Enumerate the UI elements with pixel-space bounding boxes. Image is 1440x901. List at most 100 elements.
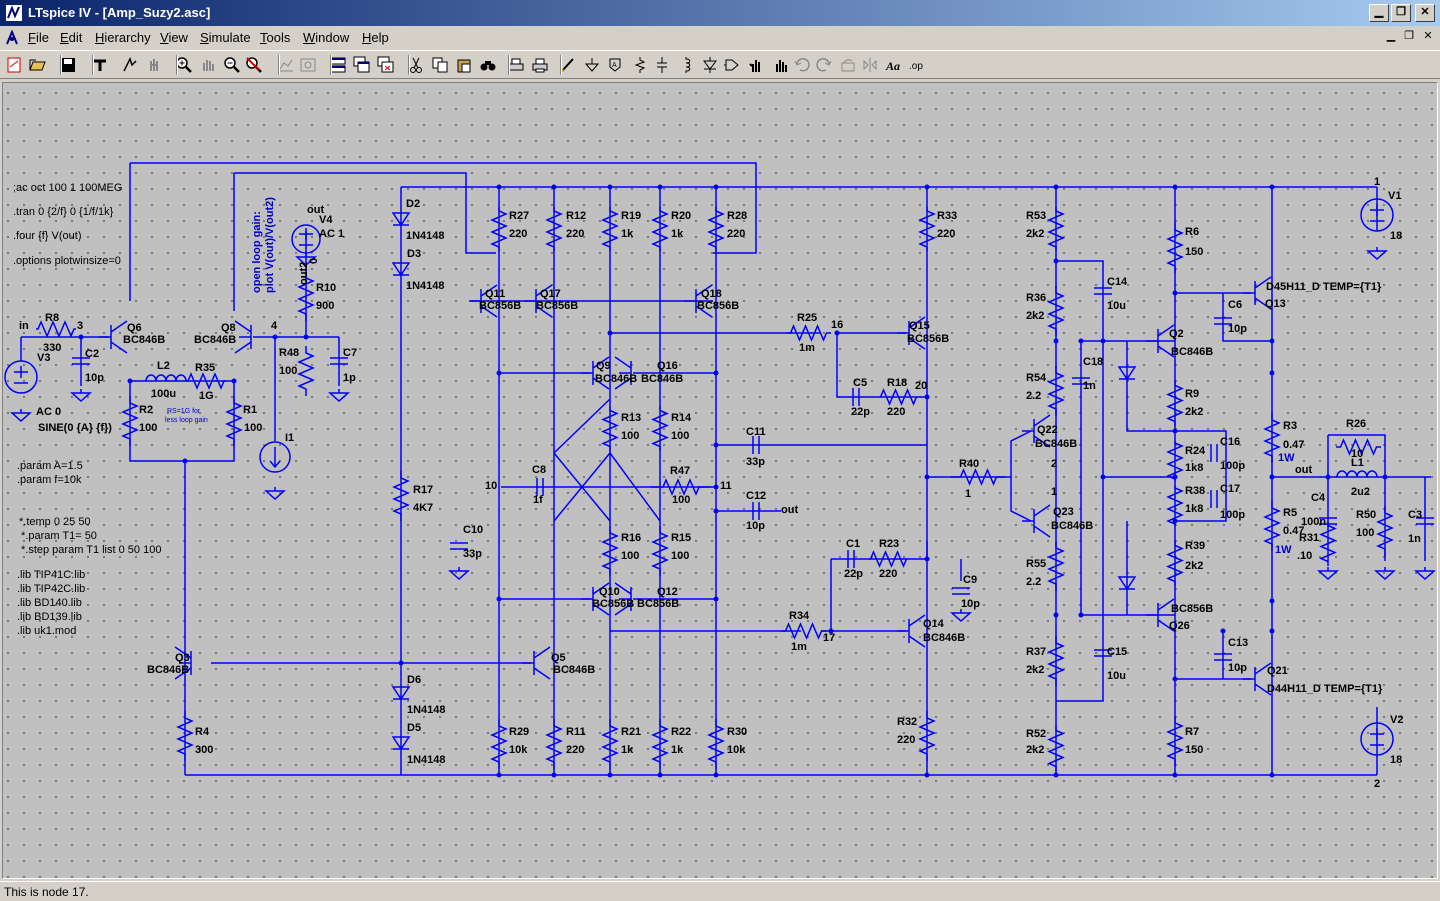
mdi-minimize-button[interactable]: ▁ xyxy=(1386,30,1396,42)
mdi-restore-button[interactable]: ❐ xyxy=(1404,30,1414,42)
drag-icon-button[interactable] xyxy=(770,55,790,75)
spice-directive: .lib uk1.mod xyxy=(17,625,76,637)
spice-directive-icon-button[interactable]: .op xyxy=(906,55,926,75)
new-schematic-icon-button[interactable] xyxy=(4,55,24,75)
schematic-label: 33p xyxy=(463,548,482,560)
ground-icon-button[interactable] xyxy=(582,55,602,75)
junction-dot xyxy=(1172,428,1178,434)
schematic-label: R54 xyxy=(1026,372,1047,384)
cut-icon-button[interactable] xyxy=(406,55,426,75)
inductor-icon-button[interactable] xyxy=(676,55,696,75)
find-icon-button[interactable] xyxy=(478,55,498,75)
schematic-label: BC856B xyxy=(637,598,679,610)
close-button[interactable]: ✕ xyxy=(1415,4,1435,22)
menu-window[interactable]: Window xyxy=(303,30,350,45)
schematic-label: 1n xyxy=(1083,380,1096,392)
pan-icon-button[interactable] xyxy=(198,55,218,75)
zoom-out-icon-button[interactable] xyxy=(222,55,242,75)
schematic-label: Q10 xyxy=(599,586,620,598)
resistor xyxy=(918,207,936,251)
resistor xyxy=(879,388,918,406)
grounds xyxy=(10,247,1435,623)
menu-view[interactable]: View xyxy=(160,30,188,45)
run-icon-button[interactable] xyxy=(120,55,140,75)
halt-icon-button[interactable] xyxy=(144,55,164,75)
rotate-icon-button[interactable] xyxy=(838,55,858,75)
resistor xyxy=(651,207,669,251)
diode xyxy=(391,212,411,227)
menu-edit[interactable]: Edit xyxy=(60,30,83,45)
junction-dot xyxy=(1269,772,1275,778)
mirror-icon-button[interactable] xyxy=(860,55,880,75)
toolbar-separator xyxy=(560,55,562,75)
capacitor xyxy=(72,357,90,365)
ground-icon xyxy=(1366,247,1388,261)
move-icon-button[interactable] xyxy=(746,55,766,75)
print-icon-button[interactable] xyxy=(530,55,550,75)
ground-icon xyxy=(448,567,470,581)
junction-dot xyxy=(78,334,84,340)
close-all-icon-button[interactable] xyxy=(376,55,396,75)
menu-help[interactable]: Help xyxy=(362,30,389,45)
resistor xyxy=(392,471,410,521)
resistor xyxy=(651,478,711,496)
junction-dot xyxy=(713,596,719,602)
schematic-label: 33p xyxy=(746,456,765,468)
menu-tools[interactable]: Tools xyxy=(260,30,291,45)
schematic-label: 10p xyxy=(1228,662,1247,674)
schematic-label: R27 xyxy=(509,210,529,222)
resistor-icon-button[interactable] xyxy=(630,55,650,75)
wire xyxy=(130,162,757,254)
redo-icon-button[interactable] xyxy=(814,55,834,75)
menu-file[interactable]: File xyxy=(28,30,49,45)
schematic-label: 220 xyxy=(566,744,584,756)
control-panel-icon-button[interactable] xyxy=(90,55,110,75)
schematic-label: 10u xyxy=(1107,300,1126,312)
toolbar: A Aa.op xyxy=(0,50,1440,79)
schematic-label: SINE(0 {A} {f}) xyxy=(38,422,112,434)
open-icon-button[interactable] xyxy=(28,55,48,75)
menu-hierarchy[interactable]: Hierarchy xyxy=(95,30,151,45)
save-icon-button[interactable] xyxy=(58,55,78,75)
schematic-label: 10p xyxy=(961,598,980,610)
schematic-label: D44H11_D TEMP={T1} xyxy=(1267,683,1383,695)
zoom-in-icon-button[interactable] xyxy=(174,55,194,75)
component-icon-button[interactable] xyxy=(722,55,742,75)
voltage-source xyxy=(1360,722,1394,756)
diode-icon-button[interactable] xyxy=(700,55,720,75)
label-net-icon-button[interactable]: A xyxy=(606,55,626,75)
junction-dot xyxy=(924,394,930,400)
menu-simulate[interactable]: Simulate xyxy=(200,30,251,45)
schematic-label: C5 xyxy=(853,377,867,389)
junction-dot xyxy=(551,184,557,190)
schematic-label: 20 xyxy=(915,380,927,392)
junction-dot xyxy=(713,772,719,778)
schematic-label: R26 xyxy=(1346,418,1366,430)
minimize-button[interactable]: ▁ xyxy=(1369,4,1389,22)
junction-dot xyxy=(657,184,663,190)
capacitor xyxy=(1214,653,1232,661)
zoom-fit-icon-button[interactable] xyxy=(298,55,318,75)
pan-icon xyxy=(203,60,214,71)
schematic-label: R47 xyxy=(670,465,690,477)
capacitor xyxy=(952,587,970,595)
wire xyxy=(1056,260,1104,341)
paste-icon-button[interactable] xyxy=(454,55,474,75)
wire xyxy=(1056,341,1104,702)
resistor xyxy=(786,324,831,342)
document-menu-icon[interactable] xyxy=(4,30,20,46)
copy-icon xyxy=(432,57,448,73)
schematic-label: R17 xyxy=(413,484,433,496)
maximize-button[interactable]: ❐ xyxy=(1391,4,1411,22)
mdi-close-button[interactable]: ✕ xyxy=(1423,30,1433,42)
undo-icon-button[interactable] xyxy=(792,55,812,75)
capacitor xyxy=(752,436,760,454)
cascade-icon-button[interactable] xyxy=(352,55,372,75)
schematic-label: Q18 xyxy=(701,288,722,300)
copy-icon-button[interactable] xyxy=(430,55,450,75)
text-icon-button[interactable]: Aa xyxy=(884,55,904,75)
capacitor-icon-button[interactable] xyxy=(652,55,672,75)
zoom-cancel-icon-button[interactable] xyxy=(244,55,264,75)
